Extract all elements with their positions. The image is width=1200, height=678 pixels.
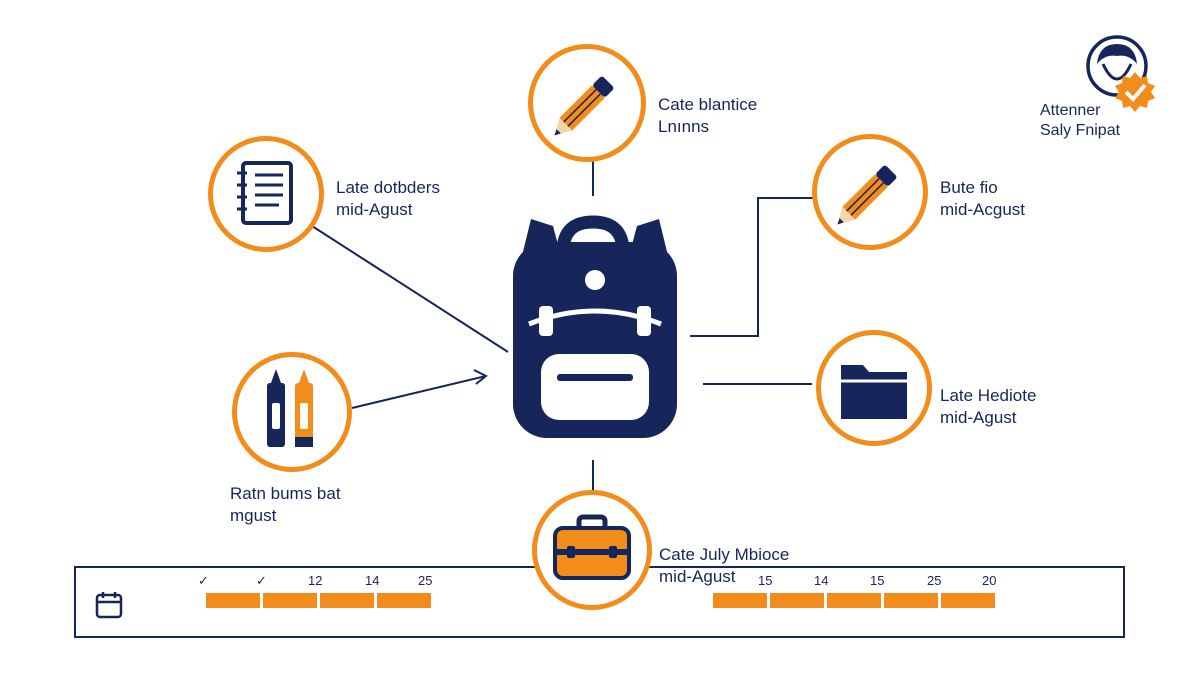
node-right-top-line2: mid-Acgust — [940, 200, 1026, 219]
user-check-icon — [1086, 35, 1155, 112]
timeline-bar-segment — [206, 593, 260, 608]
attendee-line2: Saly Fnipat — [1040, 122, 1121, 139]
timeline-tick: 25 — [927, 573, 942, 588]
timeline-tick: 12 — [308, 573, 323, 588]
timeline-bar-segment — [770, 593, 824, 608]
timeline-bar-segment — [941, 593, 995, 608]
node-left-bottom-line1: Ratn bums bat — [230, 484, 341, 503]
attendee-line1: Attenner — [1040, 102, 1101, 119]
node-right-top-line1: Bute fio — [940, 178, 998, 197]
timeline-tick: 20 — [982, 573, 997, 588]
timeline-tick: ✓ — [256, 573, 267, 588]
node-bottom[interactable] — [532, 490, 652, 610]
node-left-top-line2: mid-Agust — [336, 200, 413, 219]
timeline-tick: 14 — [814, 573, 829, 588]
timeline-bar-segment — [884, 593, 938, 608]
node-left-bottom-line2: mgust — [230, 506, 277, 525]
timeline-bar-segment — [320, 593, 374, 608]
folder-icon — [841, 365, 907, 419]
node-top[interactable] — [528, 44, 646, 162]
connector-left-top — [311, 225, 509, 353]
timeline-bar-segment — [713, 593, 767, 608]
node-left-bottom[interactable] — [232, 352, 352, 472]
crayons-icon — [267, 369, 313, 447]
timeline-tick: 14 — [365, 573, 380, 588]
timeline-tick: 15 — [758, 573, 773, 588]
pencil-icon — [837, 165, 897, 225]
timeline-tick: 25 — [418, 573, 433, 588]
timeline-bar-segment — [263, 593, 317, 608]
attendee-avatar[interactable] — [1025, 30, 1175, 135]
node-bottom-line1: Cate July Mbioce — [659, 545, 790, 564]
node-top-line2: Lnınns — [658, 117, 710, 136]
lunchbox-icon — [553, 514, 631, 580]
node-left-top-line1: Late dotbders — [336, 178, 440, 197]
pencil-icon — [554, 76, 614, 136]
timeline-bar-segment — [827, 593, 881, 608]
connector-right-top — [690, 197, 818, 337]
timeline-tick: ✓ — [198, 573, 209, 588]
node-right-bottom[interactable] — [816, 330, 932, 446]
node-right-bottom-line2: mid-Agust — [940, 408, 1017, 427]
node-right-bottom-line1: Late Hediote — [940, 386, 1037, 405]
node-top-line1: Cate blantice — [658, 95, 758, 114]
node-bottom-line2: mid-Agust — [659, 567, 736, 586]
timeline-tick: 15 — [870, 573, 885, 588]
node-right-top[interactable] — [812, 134, 928, 250]
connector-left-bottom — [351, 375, 487, 409]
notebook-icon — [237, 161, 293, 225]
timeline-bar-segment — [377, 593, 431, 608]
backpack-icon — [513, 215, 677, 438]
calendar-icon — [95, 592, 123, 619]
connector-left-bottom-arrow — [473, 369, 488, 385]
node-left-top[interactable] — [208, 136, 324, 252]
